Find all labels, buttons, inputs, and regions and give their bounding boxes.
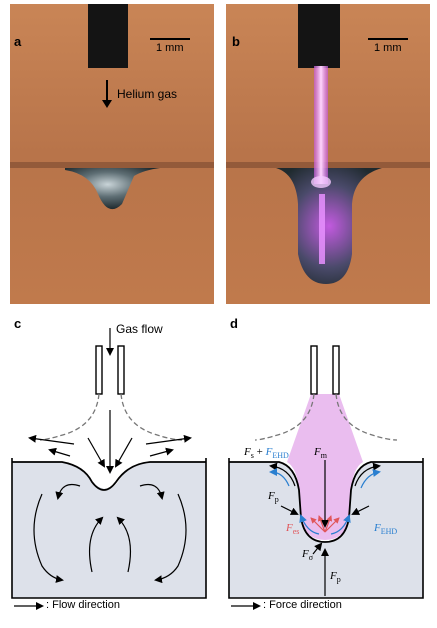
liquid-body-c (12, 462, 206, 598)
force-fm-label: Fm (314, 446, 327, 461)
panel-b-label: b (232, 34, 240, 49)
flow-legend-label: : Flow direction (46, 599, 120, 611)
helium-gas-label: Helium gas (117, 87, 178, 101)
force-fehd-right-label: FEHD (374, 522, 398, 537)
liquid-surface-c (12, 461, 206, 491)
scale-bar-a (150, 38, 190, 40)
panel-c-label: c (14, 316, 22, 331)
force-fp-left-label: Fp (268, 490, 279, 505)
container-walls-c (11, 458, 207, 599)
force-legend-label: : Force direction (263, 599, 342, 611)
liquid-body-d (229, 462, 423, 598)
flow-diagram (11, 328, 207, 610)
panel-d-label: d (230, 316, 238, 331)
liquid-surface-d (229, 461, 423, 543)
scale-bar-b-label: 1 mm (374, 42, 402, 54)
force-fs-fehd-label: Fs + FEHD (244, 446, 289, 461)
helium-gas-arrow (106, 80, 108, 102)
photo-panel-b (226, 4, 430, 304)
force-fsigma-label: Fσ (302, 548, 314, 563)
nozzle-icon (310, 345, 318, 395)
container-walls-d (228, 458, 424, 599)
panel-a-label: a (14, 34, 22, 49)
force-fes-label: Fes (286, 522, 300, 537)
helium-gas-arrowhead-icon (102, 100, 112, 108)
gas-flow-label: Gas flow (116, 322, 163, 336)
scale-bar-a-label: 1 mm (156, 42, 184, 54)
force-fp-bottom-label: Fp (330, 570, 341, 585)
scale-bar-b (368, 38, 408, 40)
nozzle-icon (95, 345, 103, 395)
force-diagram (228, 345, 424, 610)
photo-panel-a (10, 4, 214, 304)
